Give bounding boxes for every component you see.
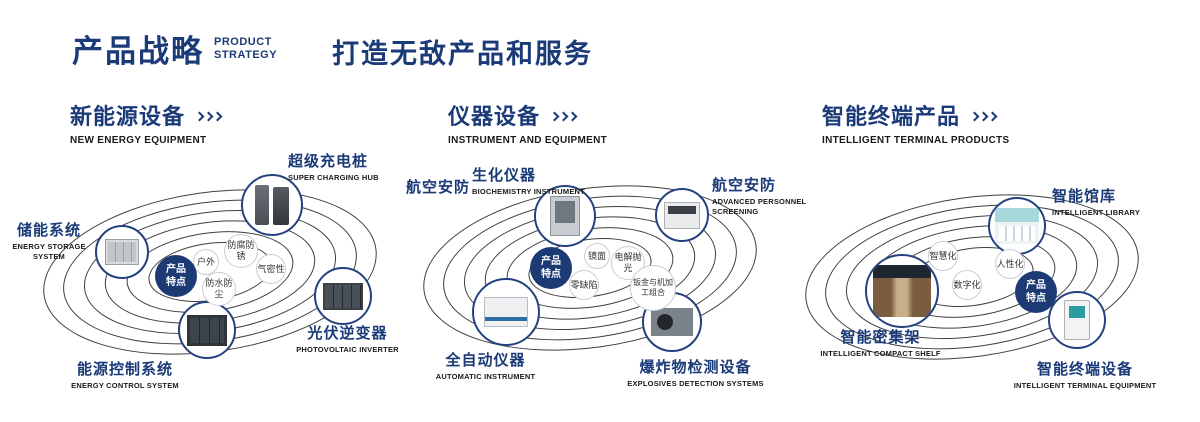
section-title-new-energy: 新能源设备 <box>70 104 186 129</box>
compact-shelf-photo <box>873 265 931 317</box>
library-photo <box>995 208 1039 244</box>
terminal-equipment-node <box>1048 291 1106 349</box>
feature-bubble-zero-defect: 零缺陷 <box>569 270 599 300</box>
page-title-en-line2: STRATEGY <box>214 48 278 61</box>
product-features-badge: 产品特点 <box>155 255 197 297</box>
product-features-badge-label: 产品特点 <box>1026 280 1046 304</box>
intelligent-library-label: 智能馆库 INTELLIGENT LIBRARY <box>1052 188 1141 217</box>
product-features-badge: 产品特点 <box>530 247 572 289</box>
page-title: 产品战略 PRODUCT STRATEGY <box>72 26 277 71</box>
photovoltaic-inverter-node <box>314 267 372 325</box>
feature-bubble-airtight: 气密性 <box>256 254 286 284</box>
feature-bubble-electropolish: 电解抛光 <box>611 246 645 280</box>
energy-control-label: 能源控制系统 ENERGY CONTROL SYSTEM <box>71 361 179 390</box>
feature-bubble-sheetmetal-machining: 钣金与机加工组合 <box>630 265 676 311</box>
compact-shelf-label: 智能密集架 INTELLIGENT COMPACT SHELF <box>820 329 941 358</box>
section-subtitle-new-energy: NEW ENERGY EQUIPMENT <box>70 135 207 146</box>
automatic-instrument-label: 全自动仪器 AUTOMATIC INSTRUMENT <box>435 352 536 381</box>
energy-storage-label: 储能系统 ENERGY STORAGE SYSTEM <box>12 222 86 262</box>
section-new-energy-header: 新能源设备 NEW ENERGY EQUIPMENT <box>70 99 223 146</box>
control-system-photo <box>187 314 227 346</box>
automatic-instrument-photo <box>484 297 528 327</box>
terminal-equipment-label: 智能终端设备 INTELLIGENT TERMINAL EQUIPMENT <box>1013 361 1157 390</box>
energy-storage-node <box>95 225 149 279</box>
super-charging-hub-node <box>241 174 303 236</box>
personnel-screening-node <box>655 188 709 242</box>
biochemistry-instrument-node <box>534 185 596 247</box>
section-title-intelligent: 智能终端产品 <box>822 104 961 129</box>
section-title-instrument: 仪器设备 <box>448 104 541 129</box>
section-intelligent-header: 智能终端产品 INTELLIGENT TERMINAL PRODUCTS <box>822 99 1009 146</box>
section-subtitle-instrument: INSTRUMENT AND EQUIPMENT <box>448 135 608 146</box>
slogan: 打造无敌产品和服务 <box>332 39 593 69</box>
screening-machine-photo <box>664 201 700 229</box>
terminal-kiosk-photo <box>1064 300 1090 340</box>
feature-bubble-anticorrosion: 防腐防锈 <box>224 234 258 268</box>
page-title-en: PRODUCT STRATEGY <box>214 36 277 60</box>
aviation-security-side-label: 航空安防 <box>406 179 471 196</box>
intelligent-library-node <box>988 197 1046 255</box>
section-instrument-header: 仪器设备 INSTRUMENT AND EQUIPMENT <box>448 99 607 146</box>
feature-bubble-humanized: 人性化 <box>995 249 1025 279</box>
compact-shelf-node <box>865 254 939 328</box>
personnel-screening-label: 航空安防 ADVANCED PERSONNEL SCREENING <box>712 177 807 217</box>
feature-bubble-intelligent: 智慧化 <box>928 241 958 271</box>
chevron-arrows-icon <box>194 111 223 122</box>
section-subtitle-intelligent: INTELLIGENT TERMINAL PRODUCTS <box>822 135 1010 146</box>
explosives-scanner-photo <box>651 308 693 336</box>
feature-bubble-waterproof: 防水防尘 <box>202 272 236 306</box>
inverter-photo <box>323 282 363 310</box>
automatic-instrument-node <box>472 278 540 346</box>
product-features-badge-label: 产品特点 <box>166 264 186 288</box>
super-charging-hub-label: 超级充电桩 SUPER CHARGING HUB <box>288 153 379 182</box>
feature-bubble-mirror: 镜面 <box>584 243 610 269</box>
chevron-arrows-icon <box>969 111 998 122</box>
product-features-badge: 产品特点 <box>1015 271 1057 313</box>
page-title-cn: 产品战略 <box>72 34 204 69</box>
feature-bubble-outdoor: 户外 <box>193 249 219 275</box>
product-features-badge-label: 产品特点 <box>541 256 561 280</box>
explosives-detection-label: 爆炸物检测设备 EXPLOSIVES DETECTION SYSTEMS <box>627 359 764 388</box>
energy-storage-photo <box>105 239 139 265</box>
feature-bubble-digital: 数字化 <box>952 270 982 300</box>
energy-control-node <box>178 301 236 359</box>
page-title-en-line1: PRODUCT <box>214 36 272 49</box>
biochemistry-instrument-label: 生化仪器 BIOCHEMISTRY INSTRUMENT <box>472 167 585 196</box>
charging-pile-photo <box>254 185 290 225</box>
chevron-arrows-icon <box>549 111 578 122</box>
photovoltaic-inverter-label: 光伏逆变器 PHOTOVOLTAIC INVERTER <box>296 325 399 354</box>
biochemistry-photo <box>550 196 580 236</box>
